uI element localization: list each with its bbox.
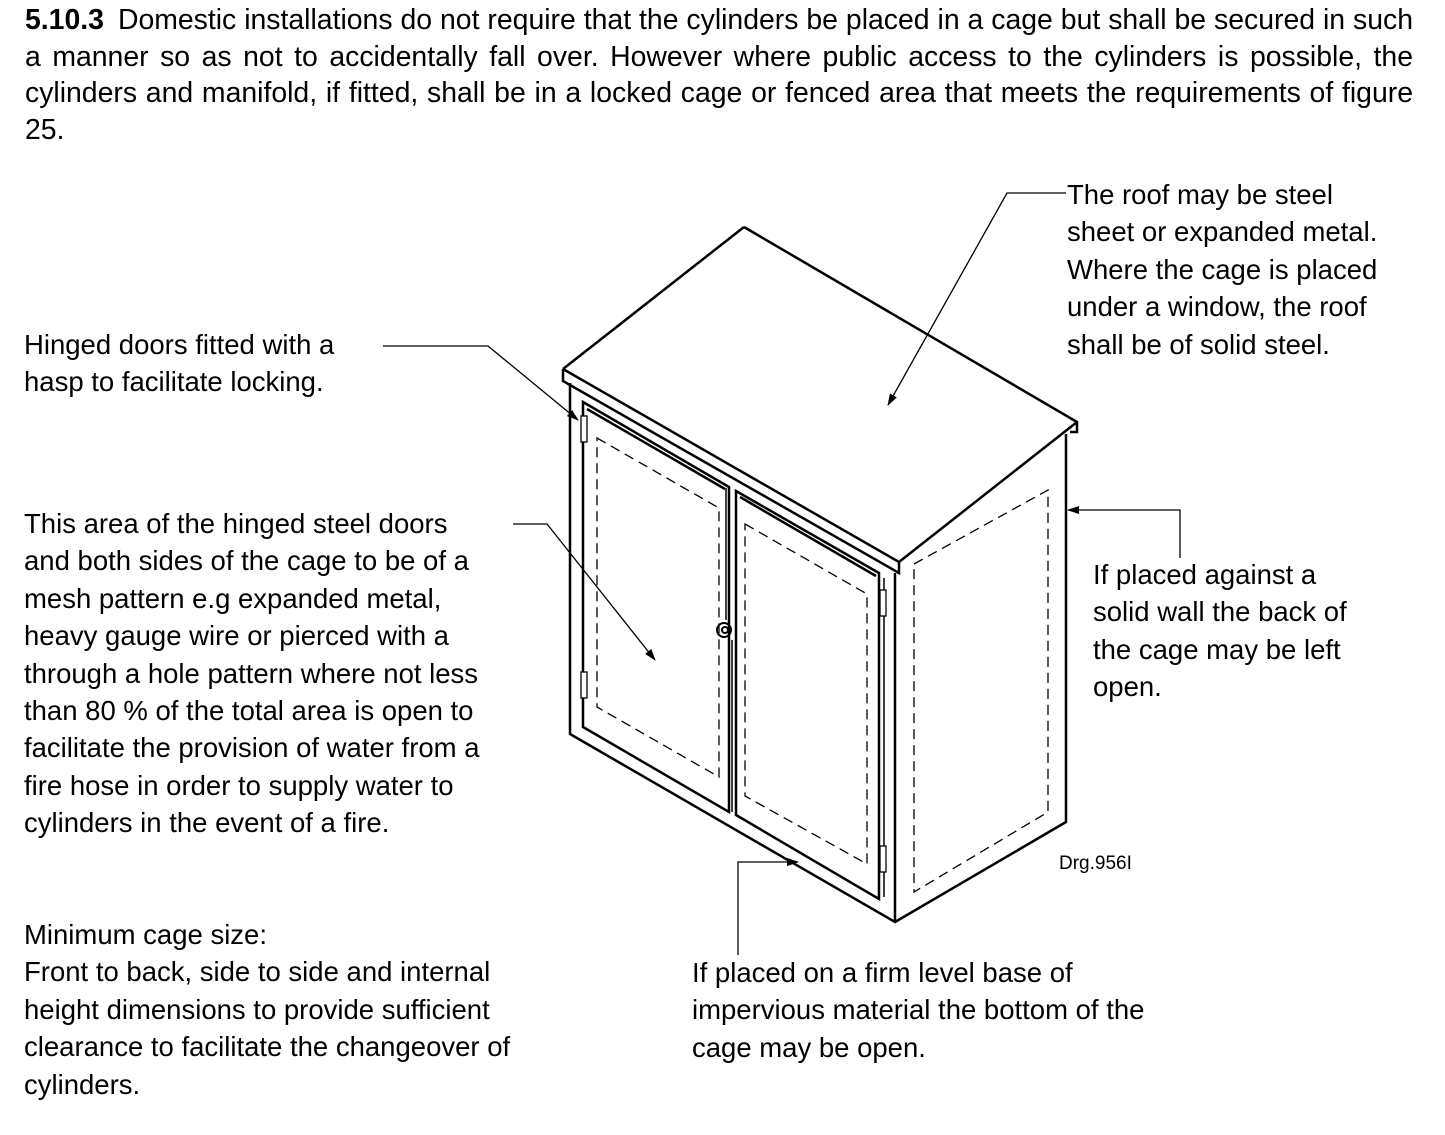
minimum-size-annotation: Minimum cage size: Front to back, side t… bbox=[24, 919, 511, 1100]
hinge-icon bbox=[879, 589, 887, 617]
right-door bbox=[734, 488, 881, 902]
hinged-doors-annotation: Hinged doors fitted with a hasp to facil… bbox=[24, 329, 335, 398]
back-annotation: If placed against a solid wall the back … bbox=[1093, 559, 1347, 703]
left-door bbox=[581, 399, 731, 815]
section-number: 5.10.3 bbox=[25, 4, 104, 36]
left-door-mesh bbox=[596, 436, 720, 779]
roof bbox=[561, 225, 1079, 576]
roof-annotation: The roof may be steel sheet or expanded … bbox=[1067, 179, 1378, 360]
hinge-icon bbox=[879, 845, 887, 873]
drawing-reference: Drg.956I bbox=[1059, 853, 1132, 874]
mesh-leader bbox=[513, 523, 656, 661]
side-mesh bbox=[913, 488, 1049, 894]
back-leader bbox=[1067, 506, 1181, 558]
cage-body bbox=[568, 383, 1068, 924]
section-text: Domestic installations do not require th… bbox=[25, 4, 1413, 146]
hinge-icon bbox=[580, 415, 588, 443]
bottom-leader bbox=[737, 858, 799, 955]
bottom-annotation: If placed on a firm level base of imperv… bbox=[692, 957, 1145, 1063]
right-door-mesh bbox=[744, 522, 868, 866]
hasp-icon bbox=[716, 622, 732, 638]
hinge-leader bbox=[383, 345, 579, 421]
roof-leader bbox=[887, 192, 1066, 406]
mesh-annotation: This area of the hinged steel doors and … bbox=[24, 508, 480, 839]
hinge-icon bbox=[580, 671, 588, 699]
